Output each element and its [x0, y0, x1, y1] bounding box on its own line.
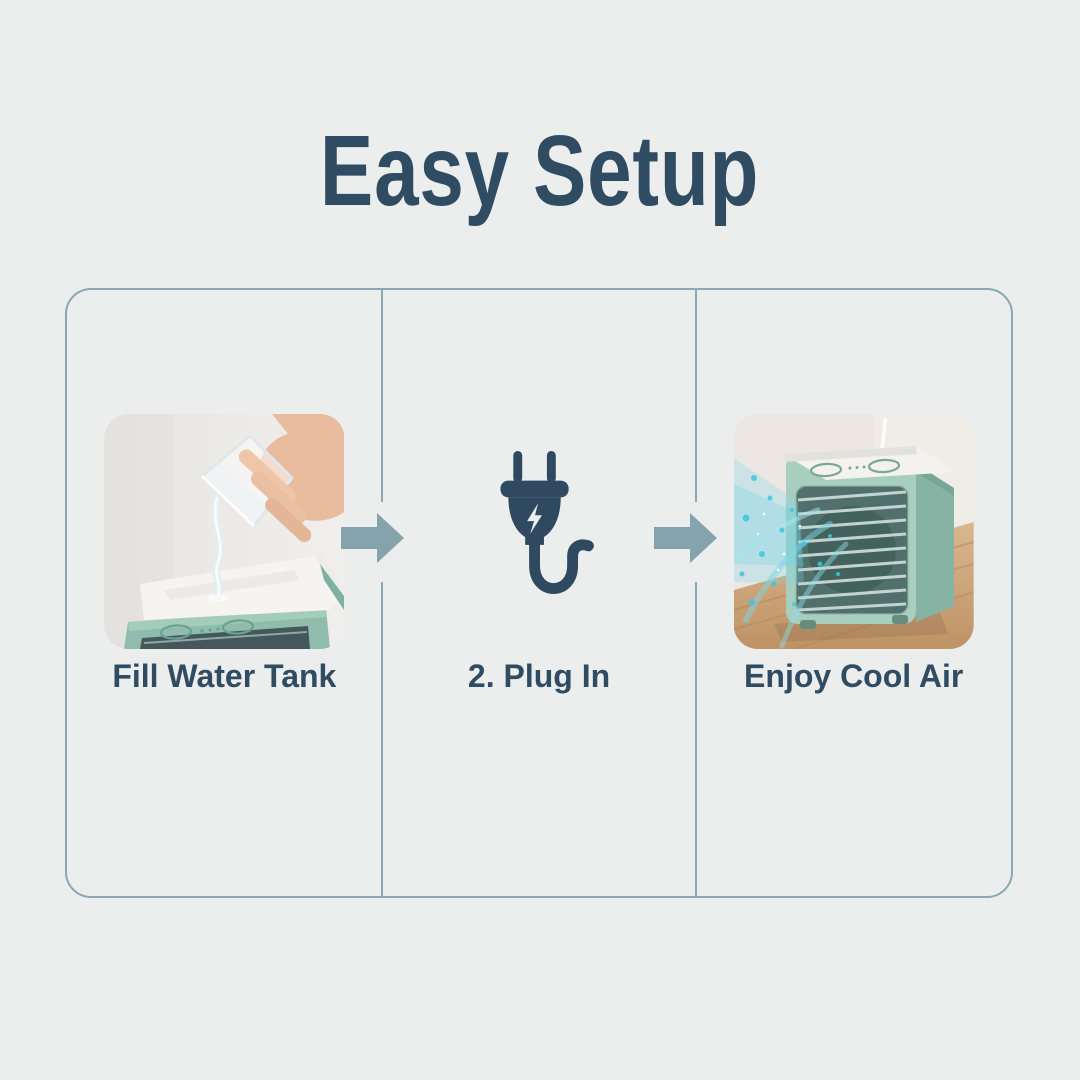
page-title: Easy Setup	[320, 115, 760, 228]
arrow-step1-to-step2	[340, 512, 405, 564]
step-panel-enjoy-cool-air: Enjoy Cool Air	[696, 290, 1011, 896]
step-panel-fill-water: Fill Water Tank	[67, 290, 382, 896]
step-panel-plug-in: 2. Plug In	[382, 290, 697, 896]
arrow-step2-to-step3	[654, 512, 718, 564]
photo-fill-water-tank	[104, 414, 344, 649]
photo-enjoy-cool-air	[734, 414, 974, 649]
arrow-right-icon	[340, 513, 404, 563]
step-media-fill-water	[104, 413, 344, 650]
step-caption: 2. Plug In	[467, 658, 611, 694]
step-caption: Fill Water Tank	[112, 658, 337, 694]
step-media-plug-in	[419, 413, 659, 650]
steps-board: Fill Water Tank 2. Plug In	[65, 288, 1013, 898]
step-caption: Enjoy Cool Air	[744, 658, 964, 694]
plug-icon	[500, 450, 594, 594]
step-media-enjoy-cool-air	[734, 413, 974, 650]
arrow-right-icon	[654, 513, 718, 563]
